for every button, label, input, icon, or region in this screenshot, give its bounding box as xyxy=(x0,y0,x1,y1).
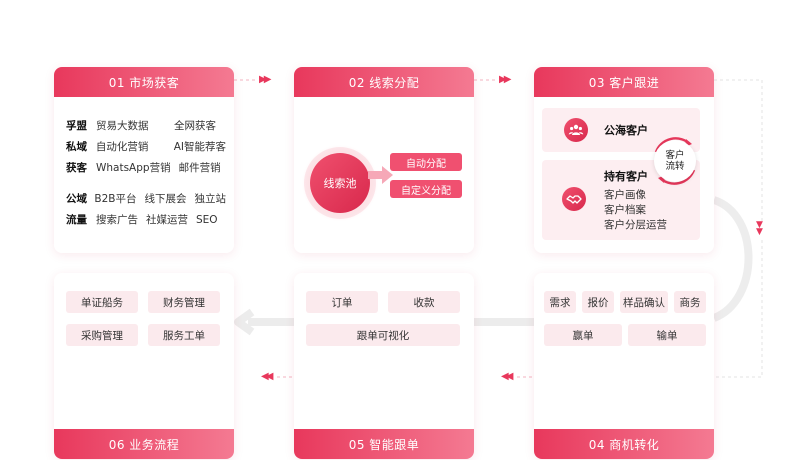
feature-item: 客户分层运营 xyxy=(604,219,667,231)
step-card-customer-followup: 03 客户跟进 公海客户 持有客户 客户画像 客户档案 客户分层运营 xyxy=(534,67,714,253)
customer-transfer-badge: 客户流转 xyxy=(654,140,696,182)
step-card-market-acquisition: 01 市场获客 孚盟 贸易大数据 全网获客 私域 自动化营销 AI智能荐客 获客… xyxy=(54,67,234,253)
step-card-opportunity-conversion: 需求 报价 样品确认 商务 赢单 输单 04 商机转化 xyxy=(534,273,714,459)
opportunity-tag: 商务 xyxy=(674,291,706,313)
owned-customers-label: 持有客户 xyxy=(604,170,648,183)
order-tag: 跟单可视化 xyxy=(306,324,460,346)
channel-item: AI智能荐客 xyxy=(173,141,226,153)
process-tag: 单证船务 xyxy=(66,291,138,313)
channel-category: 流量 xyxy=(66,214,87,226)
transfer-label-line: 流转 xyxy=(665,161,685,172)
channel-item: WhatsApp营销 xyxy=(96,162,171,174)
channel-row: 公域 B2B平台 线下展会 独立站 xyxy=(66,188,226,209)
step-title: 02 线索分配 xyxy=(294,67,474,97)
arrow-right-icon xyxy=(368,166,393,184)
process-tag: 服务工单 xyxy=(148,324,220,346)
arrow-down-icon: ▼▼ xyxy=(756,220,763,237)
channel-item: 独立站 xyxy=(194,193,227,205)
order-tag: 订单 xyxy=(306,291,378,313)
opportunity-tag: 样品确认 xyxy=(620,291,668,313)
transfer-label-line: 客户 xyxy=(665,150,685,161)
handshake-icon xyxy=(562,187,586,211)
channel-row: 获客 WhatsApp营销 邮件营销 xyxy=(66,157,226,178)
opportunity-tag: 输单 xyxy=(628,324,706,346)
group-users-icon xyxy=(564,118,588,142)
arrow-right-icon: ▶▶ xyxy=(499,74,512,85)
channel-item: B2B平台 xyxy=(94,193,137,205)
owned-customers-features: 客户画像 客户档案 客户分层运营 xyxy=(604,188,667,233)
step-title: 03 客户跟进 xyxy=(534,67,714,97)
step-title: 06 业务流程 xyxy=(54,429,234,459)
channel-category: 获客 xyxy=(66,162,87,174)
acquisition-channels: 孚盟 贸易大数据 全网获客 私域 自动化营销 AI智能荐客 获客 WhatsAp… xyxy=(66,115,226,230)
channel-category: 私域 xyxy=(66,141,87,153)
channel-category: 公域 xyxy=(66,193,87,205)
step-card-business-process: 单证船务 财务管理 采购管理 服务工单 06 业务流程 xyxy=(54,273,234,459)
feature-item: 客户档案 xyxy=(604,204,646,216)
process-tag: 财务管理 xyxy=(148,291,220,313)
channel-row: 私域 自动化营销 AI智能荐客 xyxy=(66,136,226,157)
channel-item: 线下展会 xyxy=(144,193,187,205)
channel-row: 流量 搜索广告 社媒运营 SEO xyxy=(66,209,226,230)
channel-item: 搜索广告 xyxy=(96,214,138,226)
opportunity-tag: 需求 xyxy=(544,291,576,313)
lead-pool-circle: 线索池 xyxy=(310,153,370,213)
channel-item: 全网获客 xyxy=(174,120,216,132)
step-title: 04 商机转化 xyxy=(534,429,714,459)
feature-item: 客户画像 xyxy=(604,189,646,201)
step-title: 05 智能跟单 xyxy=(294,429,474,459)
order-tag: 收款 xyxy=(388,291,460,313)
channel-item: 邮件营销 xyxy=(178,162,221,174)
step-card-lead-allocation: 02 线索分配 线索池 自动分配 自定义分配 xyxy=(294,67,474,253)
opportunity-tag: 报价 xyxy=(582,291,614,313)
custom-allocation-tag: 自定义分配 xyxy=(390,180,462,198)
step-card-smart-order-tracking: 订单 收款 跟单可视化 05 智能跟单 xyxy=(294,273,474,459)
auto-allocation-tag: 自动分配 xyxy=(390,153,462,171)
channel-item: 社媒运营 xyxy=(146,214,188,226)
public-customers-label: 公海客户 xyxy=(604,124,648,137)
step-title: 01 市场获客 xyxy=(54,67,234,97)
channel-row: 孚盟 贸易大数据 全网获客 xyxy=(66,115,226,136)
arrow-right-icon: ▶▶ xyxy=(259,74,272,85)
arrow-left-icon: ◀◀ xyxy=(261,371,274,382)
process-tag: 采购管理 xyxy=(66,324,138,346)
channel-item: SEO xyxy=(196,213,218,226)
channel-category: 孚盟 xyxy=(66,120,87,132)
channel-item: 贸易大数据 xyxy=(96,120,149,132)
channel-item: 自动化营销 xyxy=(95,141,149,153)
opportunity-tag: 赢单 xyxy=(544,324,622,346)
arrow-left-icon: ◀◀ xyxy=(501,371,514,382)
